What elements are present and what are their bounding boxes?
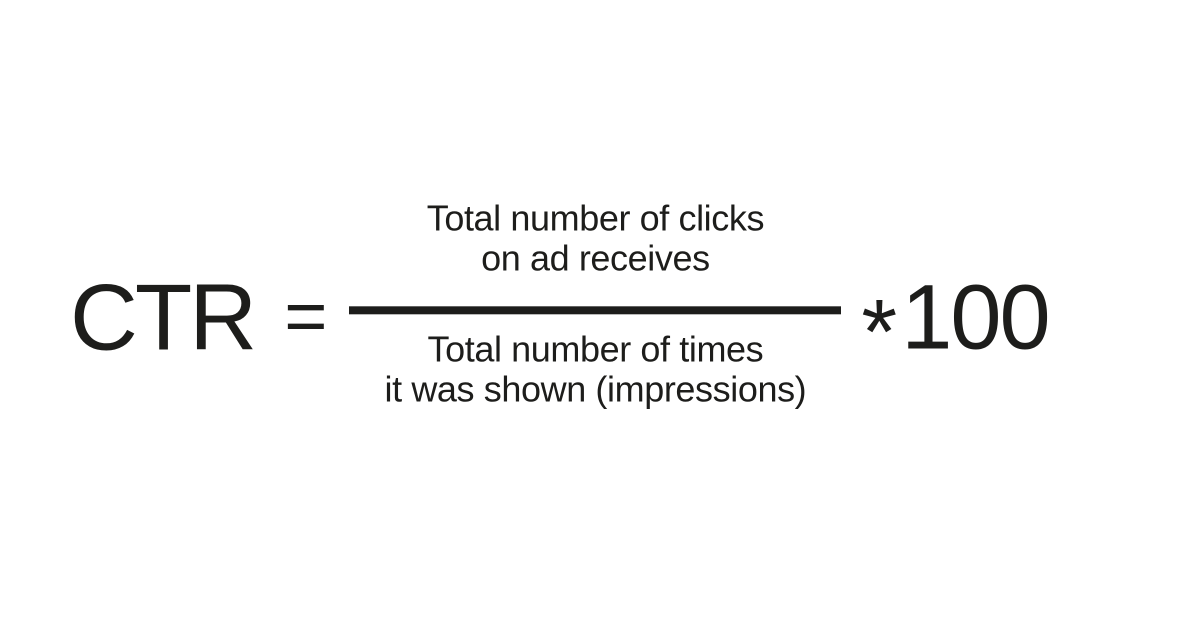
fraction-numerator: Total number of clicks on ad receives: [426, 197, 765, 278]
fraction: Total number of clicks on ad receives To…: [349, 197, 842, 423]
multiplier-value: 100: [901, 266, 1050, 368]
formula-lhs-ctr: CTR: [70, 264, 257, 369]
denominator-line-1: Total number of times: [427, 328, 764, 370]
numerator-line-2: on ad receives: [481, 236, 710, 278]
ctr-formula: CTR = Total number of clicks on ad recei…: [70, 197, 1051, 423]
equals-sign: =: [284, 274, 328, 357]
denominator-line-2: it was shown (impressions): [384, 368, 807, 410]
numerator-line-1: Total number of clicks: [426, 197, 765, 239]
multiply-sign: *: [861, 281, 898, 383]
fraction-bar: [349, 306, 842, 315]
fraction-denominator: Total number of times it was shown (impr…: [384, 328, 807, 410]
